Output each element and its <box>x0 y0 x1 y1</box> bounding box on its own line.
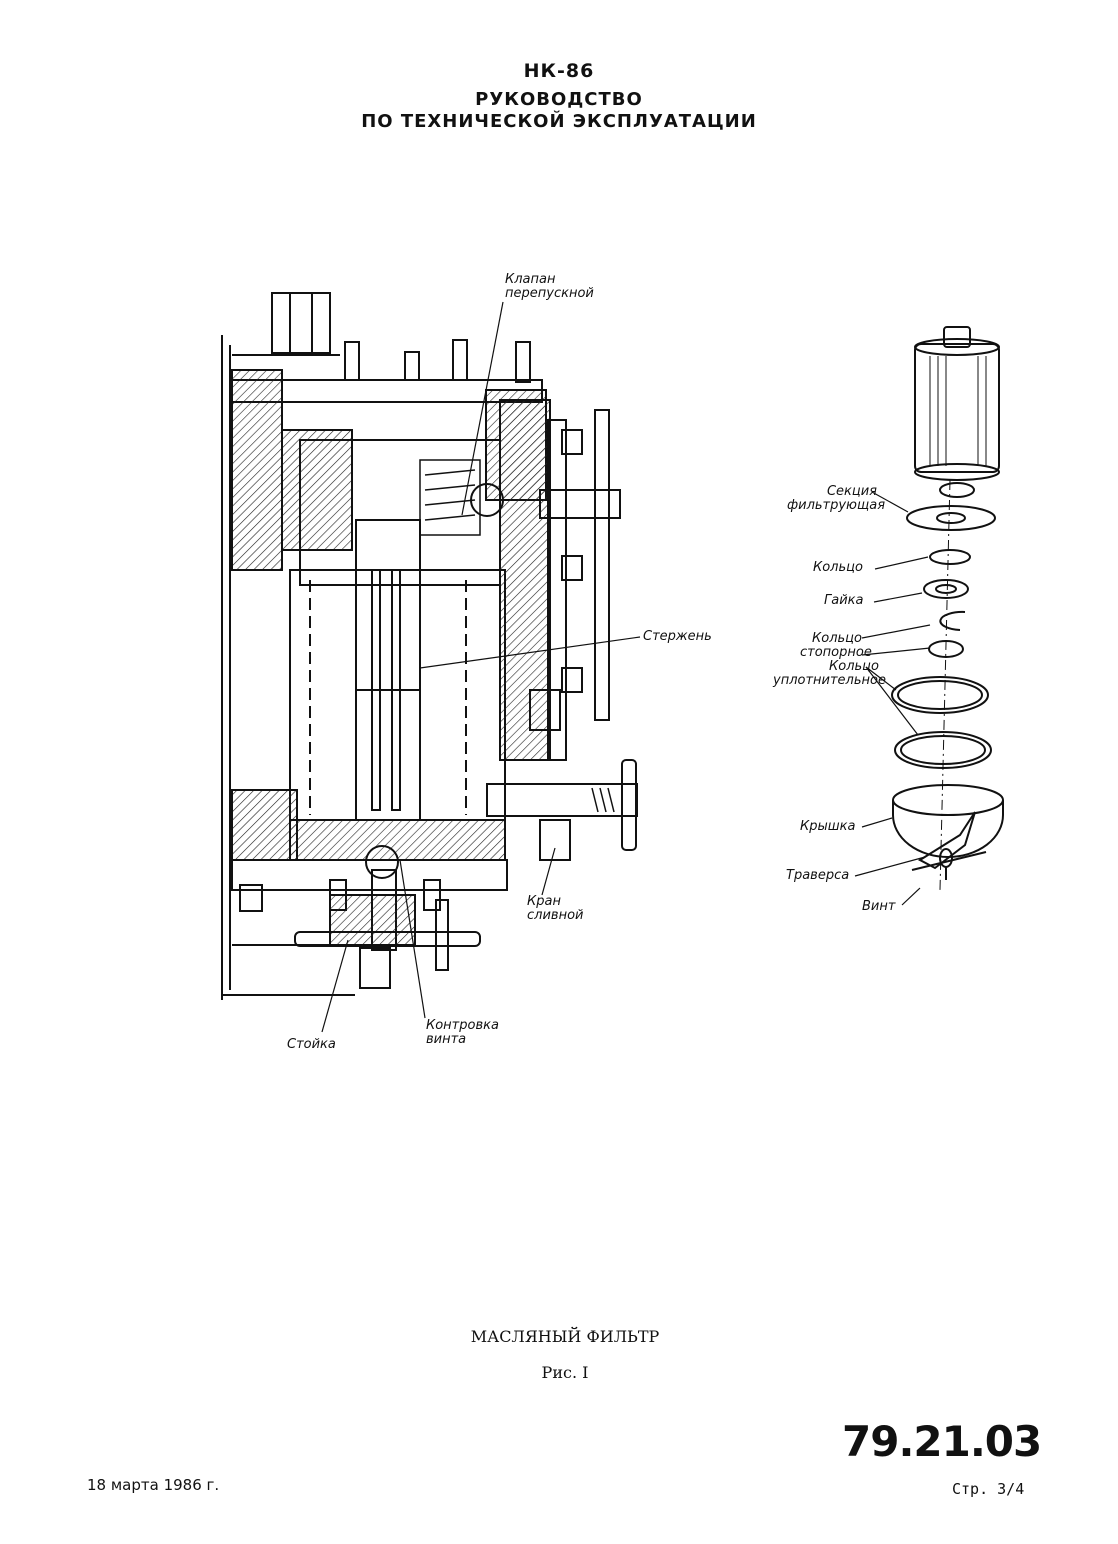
manual-title: РУКОВОДСТВО <box>475 89 643 110</box>
label-cover: Крышка <box>800 819 856 834</box>
figure-number: Рис. I <box>541 1363 589 1382</box>
section-view <box>221 292 638 1000</box>
label-screw-lock: Контровка винта <box>426 1018 499 1047</box>
label-bypass-valve: Клапан перепускной <box>505 272 594 301</box>
label-screw: Винт <box>862 899 896 914</box>
label-drain-cock: Кран сливной <box>527 894 584 923</box>
label-traverse: Траверса <box>786 868 850 883</box>
label-retaining-ring: Кольцо стопорное <box>800 631 872 660</box>
manual-subtitle: ПО ТЕХНИЧЕСКОЙ ЭКСПЛУАТАЦИИ <box>361 111 757 132</box>
manual-model: НК-86 <box>523 60 595 82</box>
leader-lines-right <box>854 491 931 906</box>
label-sealing-ring: Кольцо уплотнительное <box>773 659 886 688</box>
label-nut: Гайка <box>824 593 864 608</box>
exploded-view <box>891 326 1004 880</box>
figure-caption: МАСЛЯНЫЙ ФИЛЬТР <box>470 1327 660 1346</box>
axis-line <box>939 479 951 891</box>
label-stand: Стойка <box>287 1037 336 1052</box>
document-code: 79.21.03 <box>842 1417 1042 1466</box>
label-ring: Кольцо <box>813 560 863 575</box>
leader-lines-left <box>321 301 641 1033</box>
label-rod: Стержень <box>643 629 712 644</box>
issue-date: 18 марта 1986 г. <box>87 1476 220 1494</box>
label-filter-section: Секция фильтрующая <box>787 484 886 513</box>
page-number: Стр. 3/4 <box>952 1480 1025 1498</box>
